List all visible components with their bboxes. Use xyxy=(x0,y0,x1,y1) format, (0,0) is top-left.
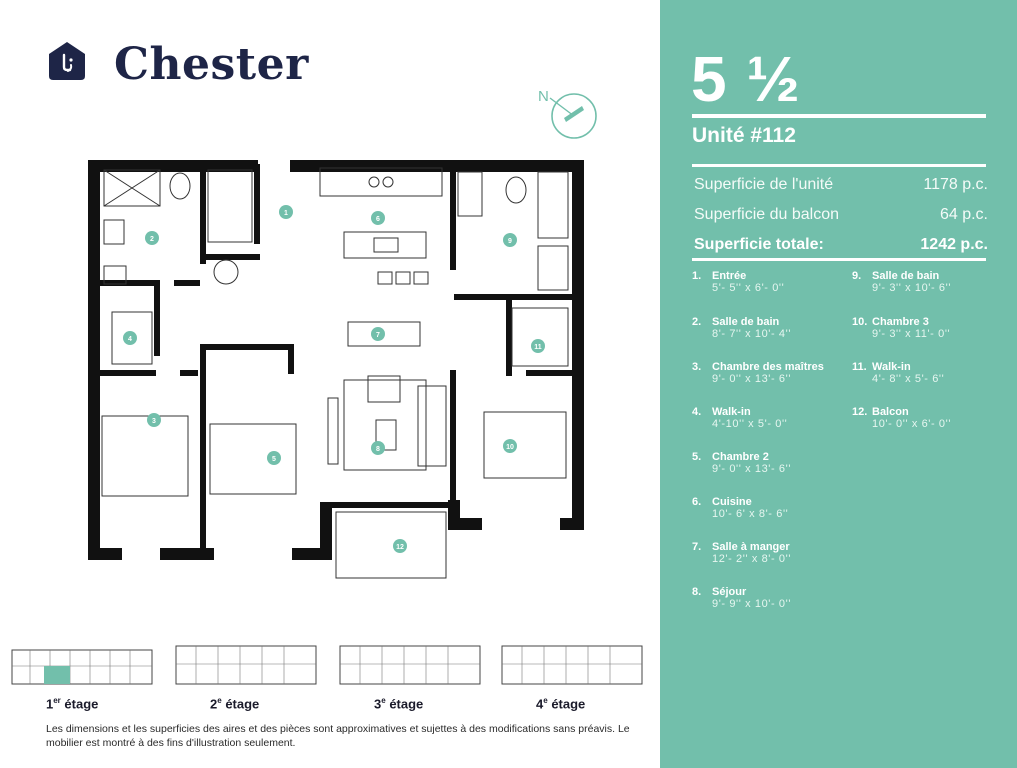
plan-label-1: 1 xyxy=(284,210,288,217)
plan-label-2: 2 xyxy=(150,236,154,243)
plan-label-4: 4 xyxy=(128,336,132,343)
floor-2-thumbnail[interactable] xyxy=(174,632,318,688)
disclaimer: Les dimensions et les superficies des ai… xyxy=(46,723,630,749)
unit-number: Unité #112 xyxy=(692,124,796,147)
plan-sheet: Chester N xyxy=(10,39,644,749)
brand-name: Chester xyxy=(114,39,309,90)
north-compass-icon: N xyxy=(538,88,597,139)
plan-label-8: 8 xyxy=(376,446,380,453)
floor-1-label: 1er étage xyxy=(46,696,99,712)
unit-type: 5 ½ xyxy=(691,43,801,115)
plan-label-10: 10 xyxy=(506,444,514,451)
compass-north-label: N xyxy=(538,88,549,105)
plan-label-12: 12 xyxy=(396,544,404,551)
area-total-row: Superficie totale:1242 p.c. xyxy=(694,236,988,253)
divider xyxy=(692,164,986,167)
plan-label-6: 6 xyxy=(376,216,380,223)
floor-1-thumbnail[interactable] xyxy=(10,632,154,688)
floor-plan: 1 2 3 4 5 6 7 8 9 10 11 12 xyxy=(88,160,584,579)
plan-label-7: 7 xyxy=(376,332,380,339)
house-logo-icon xyxy=(49,42,85,80)
divider xyxy=(692,258,986,261)
plan-label-5: 5 xyxy=(272,456,276,463)
floor-2-label: 2e étage xyxy=(210,696,260,712)
divider xyxy=(692,114,986,118)
floor-4-label: 4e étage xyxy=(536,696,586,712)
plan-label-9: 9 xyxy=(508,238,512,245)
floor-3-thumbnail[interactable] xyxy=(338,632,482,688)
plan-label-3: 3 xyxy=(152,418,156,425)
plan-label-11: 11 xyxy=(534,344,542,351)
floor-3-label: 3e étage xyxy=(374,696,424,712)
floor-4-thumbnail[interactable] xyxy=(500,632,644,688)
